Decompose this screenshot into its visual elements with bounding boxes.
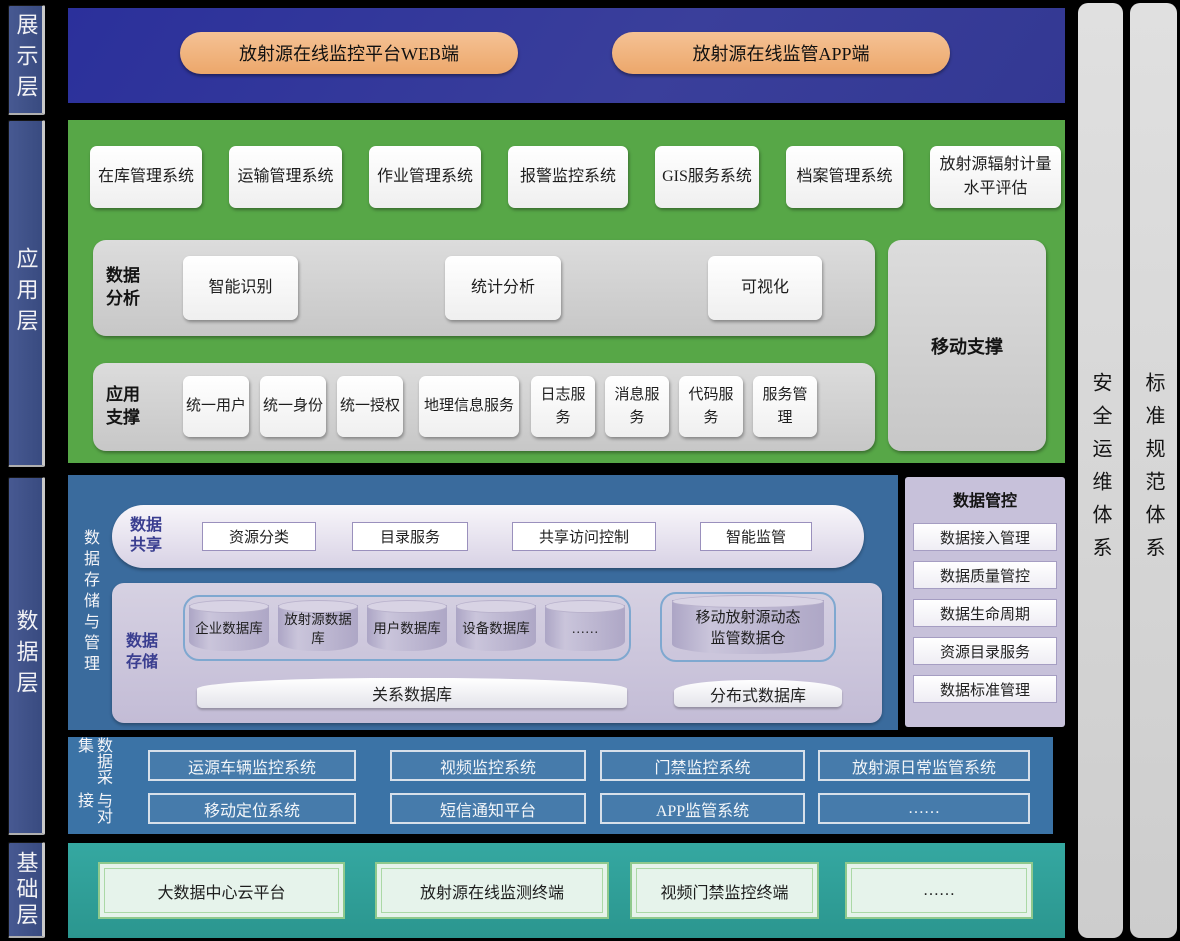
system-box-row: 在库管理系统 运输管理系统 作业管理系统 报警监控系统 GIS服务系统 档案管理… xyxy=(90,146,1061,208)
data-control-title: 数据管控 xyxy=(952,493,1017,510)
support-item-geoinfo: 地理信息服务 xyxy=(419,376,519,437)
dc-item-quality-control: 数据质量管控 xyxy=(913,561,1057,589)
app-platform-pill: 放射源在线监管APP端 xyxy=(612,32,950,74)
application-layer-band: 在库管理系统 运输管理系统 作业管理系统 报警监控系统 GIS服务系统 档案管理… xyxy=(68,120,1065,463)
infra-box-video-door-terminal: 视频门禁监控终端 xyxy=(630,862,819,919)
support-item-code: 代码服务 xyxy=(679,376,743,437)
data-collection-band: 数据采集 与对接 运源车辆监控系统 视频监控系统 门禁监控系统 放射源日常监管系… xyxy=(68,737,1053,834)
collect-box-mobile-positioning: 移动定位系统 xyxy=(148,793,356,824)
support-item-user: 统一用户 xyxy=(183,376,249,437)
dc-item-access-mgmt: 数据接入管理 xyxy=(913,523,1057,551)
support-item-identity: 统一身份 xyxy=(260,376,326,437)
layer-label-display: 展示层 xyxy=(8,5,45,115)
user-db-cylinder: 用户数据库 xyxy=(367,600,447,651)
infra-box-online-terminal: 放射源在线监测终端 xyxy=(375,862,609,919)
mobile-support-panel: 移动支撑 xyxy=(888,240,1046,451)
warehouse-group: 移动放射源动态监管数据仓 xyxy=(660,592,836,662)
analysis-item-statistics: 统计分析 xyxy=(445,256,561,320)
data-storage-label: 数据存储 xyxy=(126,633,159,671)
analysis-item-visualization: 可视化 xyxy=(708,256,822,320)
system-box-alarm: 报警监控系统 xyxy=(508,146,628,208)
app-support-label: 应用支撑 xyxy=(106,385,140,427)
collect-box-sms-platform: 短信通知平台 xyxy=(390,793,586,824)
dc-item-standard-mgmt: 数据标准管理 xyxy=(913,675,1057,703)
dc-item-lifecycle: 数据生命周期 xyxy=(913,599,1057,627)
sharing-item-access-control: 共享访问控制 xyxy=(512,522,656,551)
infrastructure-band: 大数据中心云平台 放射源在线监测终端 视频门禁监控终端 …… xyxy=(68,843,1065,938)
security-ops-bar: 安全运维体系 xyxy=(1078,3,1123,938)
data-sharing-label: 数据共享 xyxy=(130,516,163,555)
collect-box-door-monitor: 门禁监控系统 xyxy=(600,750,805,781)
mobile-warehouse-cylinder: 移动放射源动态监管数据仓 xyxy=(672,595,824,654)
collect-box-more: …… xyxy=(818,793,1030,824)
collect-box-daily-supervision: 放射源日常监管系统 xyxy=(818,750,1030,781)
collection-label-col1: 数据采集 xyxy=(75,737,111,785)
standards-bar: 标准规范体系 xyxy=(1130,3,1177,938)
distributed-db-ribbon: 分布式数据库 xyxy=(674,680,842,707)
support-item-service-mgmt: 服务管理 xyxy=(753,376,817,437)
data-analysis-panel: 数据分析 智能识别 统计分析 可视化 xyxy=(93,240,875,336)
system-box-archive: 档案管理系统 xyxy=(786,146,903,208)
data-sharing-bubble: 数据共享 资源分类 目录服务 共享访问控制 智能监管 xyxy=(112,505,864,568)
collect-box-video-monitor: 视频监控系统 xyxy=(390,750,586,781)
support-item-authorization: 统一授权 xyxy=(337,376,403,437)
data-storage-band: 数据存储与管理 数据共享 资源分类 目录服务 共享访问控制 智能监管 数据存储 … xyxy=(68,475,898,730)
infra-box-bigdata-cloud: 大数据中心云平台 xyxy=(98,862,345,919)
data-analysis-label: 数据分析 xyxy=(106,266,140,308)
support-item-log: 日志服务 xyxy=(531,376,595,437)
data-control-panel: 数据管控 数据接入管理 数据质量管控 数据生命周期 资源目录服务 数据标准管理 xyxy=(905,477,1065,727)
more-db-cylinder: …… xyxy=(545,600,625,651)
system-box-gis: GIS服务系统 xyxy=(655,146,759,208)
sharing-item-smart-supervision: 智能监管 xyxy=(700,522,812,551)
system-box-operation: 作业管理系统 xyxy=(369,146,481,208)
collect-box-app-supervision: APP监管系统 xyxy=(600,793,805,824)
relational-db-ribbon: 关系数据库 xyxy=(197,678,627,708)
data-collection-vertical-label: 数据采集 与对接 xyxy=(72,737,114,834)
collect-box-vehicle-monitor: 运源车辆监控系统 xyxy=(148,750,356,781)
infra-box-more: …… xyxy=(845,862,1033,919)
analysis-item-recognition: 智能识别 xyxy=(183,256,298,320)
display-layer-band: 放射源在线监控平台WEB端 放射源在线监管APP端 xyxy=(68,8,1065,103)
database-group: 企业数据库 放射源数据库 用户数据库 设备数据库 …… xyxy=(183,595,631,661)
data-storage-panel: 数据存储 企业数据库 放射源数据库 用户数据库 设备数据库 …… 移动放射源动态… xyxy=(112,583,882,723)
sharing-item-resource-classify: 资源分类 xyxy=(202,522,316,551)
layer-label-data: 数据层 xyxy=(8,477,45,835)
system-box-transport: 运输管理系统 xyxy=(229,146,342,208)
enterprise-db-cylinder: 企业数据库 xyxy=(189,600,269,651)
device-db-cylinder: 设备数据库 xyxy=(456,600,536,651)
collection-label-col2: 与对接 xyxy=(75,792,111,825)
system-box-warehouse: 在库管理系统 xyxy=(90,146,202,208)
layer-label-infrastructure: 基础层 xyxy=(8,842,45,938)
layer-label-application: 应用层 xyxy=(8,120,45,467)
app-support-panel: 应用支撑 统一用户 统一身份 统一授权 地理信息服务 日志服务 消息服务 代码服… xyxy=(93,363,875,451)
sharing-item-catalog-service: 目录服务 xyxy=(352,522,468,551)
radiation-source-db-cylinder: 放射源数据库 xyxy=(278,600,358,651)
support-item-message: 消息服务 xyxy=(605,376,669,437)
web-platform-pill: 放射源在线监控平台WEB端 xyxy=(180,32,518,74)
dc-item-catalog-service: 资源目录服务 xyxy=(913,637,1057,665)
storage-mgmt-vertical-label: 数据存储与管理 xyxy=(81,529,98,676)
system-box-radiation-eval: 放射源辐射计量水平评估 xyxy=(930,146,1061,208)
